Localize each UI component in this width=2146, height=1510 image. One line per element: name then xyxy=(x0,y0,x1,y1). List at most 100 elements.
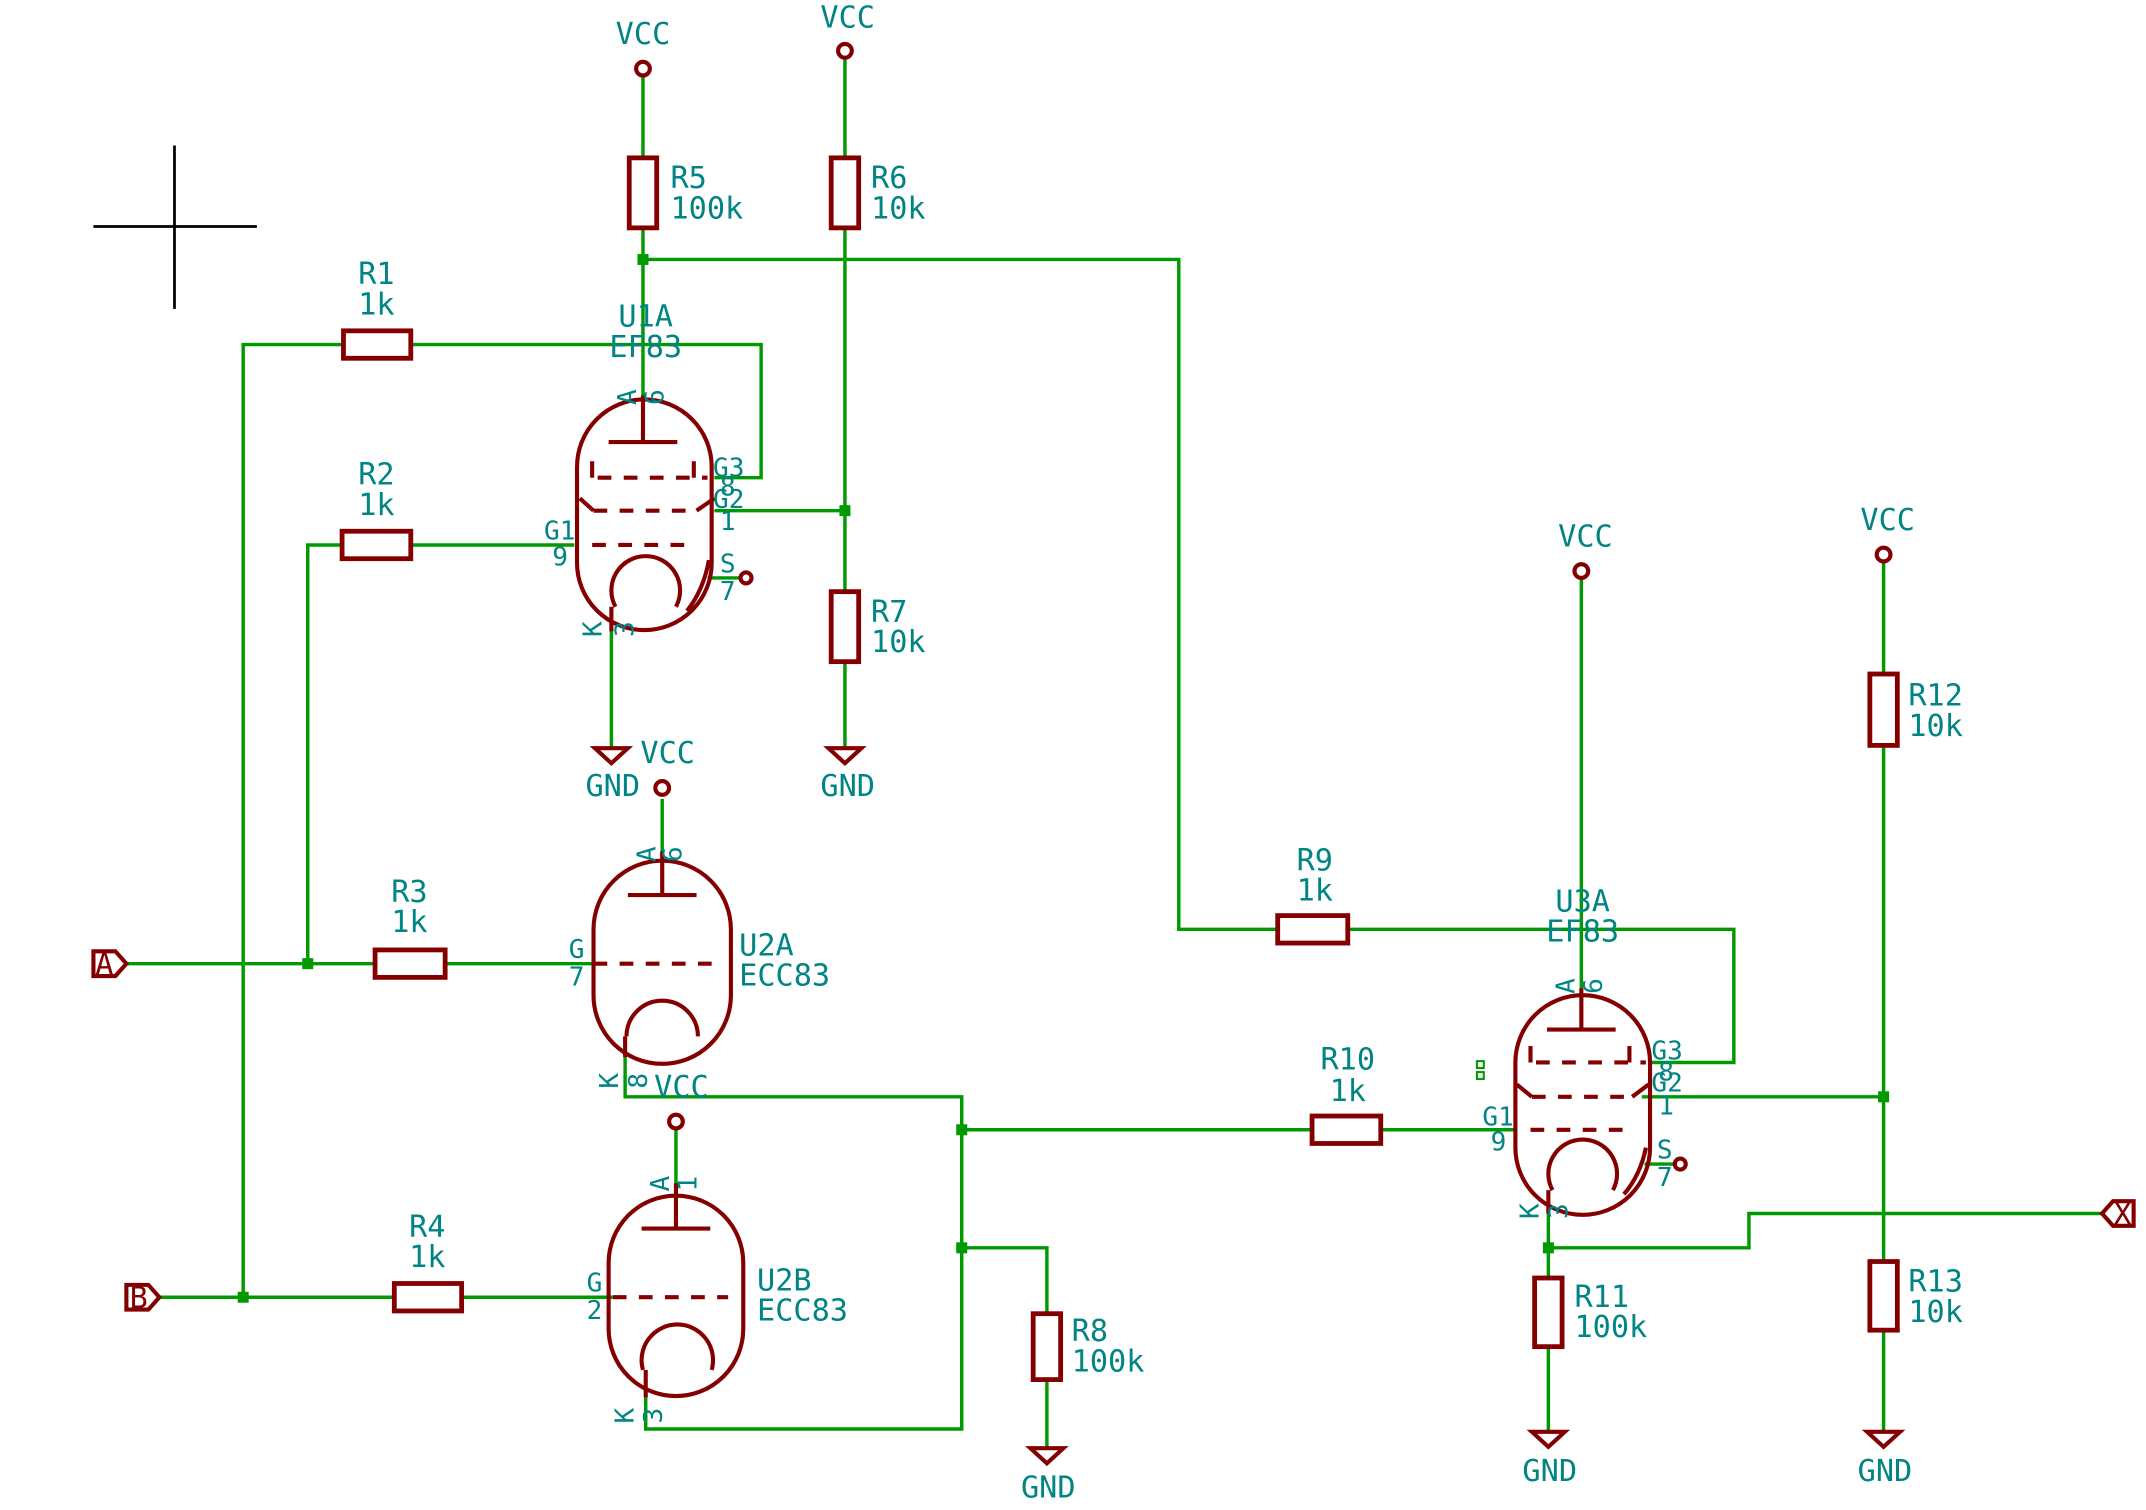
svg-text:R10: R10 xyxy=(1320,1042,1375,1077)
gnd-r7: GND xyxy=(820,746,875,804)
svg-text:7: 7 xyxy=(720,577,736,607)
resistor-r7: R7 10k xyxy=(828,589,926,665)
svg-text:VCC: VCC xyxy=(640,736,695,771)
svg-text:1: 1 xyxy=(1658,1092,1674,1122)
gnd-u1a: GND xyxy=(585,746,640,804)
svg-text:R9: R9 xyxy=(1297,843,1333,878)
svg-text:3: 3 xyxy=(610,621,640,637)
svg-text:GND: GND xyxy=(820,769,875,804)
svg-text:R8: R8 xyxy=(1072,1314,1108,1349)
port-b: B xyxy=(124,1281,163,1316)
svg-text:1k: 1k xyxy=(1330,1074,1366,1109)
svg-text:K: K xyxy=(595,1073,625,1089)
gnd-r8: GND xyxy=(1021,1446,1076,1506)
svg-text:G1: G1 xyxy=(1482,1103,1513,1133)
vcc-u2a: VCC xyxy=(640,736,695,797)
resistor-r11: R11 100k xyxy=(1532,1275,1647,1350)
svg-text:R3: R3 xyxy=(391,875,427,910)
svg-text:1k: 1k xyxy=(358,287,394,322)
svg-text:U2A: U2A xyxy=(739,928,794,963)
svg-text:EF83: EF83 xyxy=(609,330,682,365)
svg-text:6: 6 xyxy=(658,846,688,862)
resistor-r6: R6 10k xyxy=(828,155,926,231)
vcc-r6: VCC xyxy=(820,0,875,60)
cursor-crosshair xyxy=(93,145,257,309)
svg-text:A: A xyxy=(646,1176,676,1192)
svg-text:1k: 1k xyxy=(391,905,427,940)
svg-text:VCC: VCC xyxy=(1860,503,1915,538)
svg-text:VCC: VCC xyxy=(616,17,671,52)
resistor-r5: R5 100k xyxy=(626,155,743,231)
svg-text:VCC: VCC xyxy=(1558,519,1613,554)
svg-text:6: 6 xyxy=(1579,978,1609,994)
gnd-symbols: GND GND GND GND GND xyxy=(585,746,1912,1506)
svg-text:GND: GND xyxy=(1522,1454,1577,1489)
svg-text:EF83: EF83 xyxy=(1546,915,1619,950)
vcc-u2b: VCC xyxy=(654,1070,709,1131)
resistor-r9: R9 1k xyxy=(1275,843,1351,946)
vcc-u3a: VCC xyxy=(1558,519,1613,580)
resistor-r12: R12 10k xyxy=(1867,671,1963,748)
svg-text:10k: 10k xyxy=(1908,1295,1963,1330)
port-x: X xyxy=(2099,1197,2136,1232)
svg-text:3: 3 xyxy=(1545,1203,1575,1219)
svg-text:8: 8 xyxy=(1658,1057,1674,1087)
vcc-r12: VCC xyxy=(1860,503,1915,564)
svg-text:6: 6 xyxy=(641,389,671,405)
svg-text:G: G xyxy=(587,1269,603,1299)
svg-text:ECC83: ECC83 xyxy=(757,1294,848,1329)
svg-text:G2: G2 xyxy=(713,485,744,515)
wires xyxy=(126,57,2103,1449)
svg-text:X: X xyxy=(2114,1197,2132,1232)
svg-text:A: A xyxy=(632,846,662,862)
svg-text:R1: R1 xyxy=(358,257,394,292)
svg-text:7: 7 xyxy=(1657,1163,1673,1193)
svg-text:9: 9 xyxy=(1491,1127,1507,1157)
svg-text:R2: R2 xyxy=(358,458,394,493)
svg-text:G2: G2 xyxy=(1651,1068,1682,1098)
svg-text:B: B xyxy=(130,1281,148,1316)
resistor-r10: R10 1k xyxy=(1309,1042,1384,1146)
vcc-symbols: VCC VCC VCC VCC VCC VCC xyxy=(616,0,1915,1131)
tube-u3a: U3A EF83 A 6 G3 8 G2 1 G1 9 S 7 K 3 xyxy=(1475,885,1688,1219)
resistor-r2: R2 1k xyxy=(339,458,414,562)
tube-u2a: U2A ECC83 G 7 A 6 K 8 xyxy=(569,846,830,1088)
tube-u2b: U2B ECC83 G 2 A 1 K 3 xyxy=(587,1176,848,1424)
svg-text:1: 1 xyxy=(674,1176,704,1192)
svg-text:100k: 100k xyxy=(670,191,743,226)
svg-text:G1: G1 xyxy=(544,516,575,546)
svg-text:8: 8 xyxy=(720,473,736,503)
svg-text:S: S xyxy=(1657,1136,1673,1166)
svg-text:G3: G3 xyxy=(1651,1037,1682,1067)
svg-text:10k: 10k xyxy=(871,625,926,660)
svg-text:2: 2 xyxy=(587,1296,603,1326)
svg-text:U1A: U1A xyxy=(618,300,673,335)
svg-text:GND: GND xyxy=(585,769,640,804)
svg-text:ECC83: ECC83 xyxy=(739,959,830,994)
resistor-r4: R4 1k xyxy=(391,1210,465,1314)
resistor-r3: R3 1k xyxy=(372,875,448,980)
svg-text:R4: R4 xyxy=(409,1210,445,1245)
svg-text:U3A: U3A xyxy=(1555,885,1610,920)
resistor-r1: R1 1k xyxy=(341,257,414,361)
svg-text:1: 1 xyxy=(720,507,736,537)
svg-text:G3: G3 xyxy=(713,453,744,483)
svg-text:VCC: VCC xyxy=(654,1070,709,1105)
svg-text:K: K xyxy=(610,1408,640,1424)
svg-text:8: 8 xyxy=(624,1073,654,1089)
svg-text:G: G xyxy=(569,935,585,965)
junctions xyxy=(237,253,1890,1303)
gnd-r13: GND xyxy=(1858,1429,1912,1489)
svg-text:7: 7 xyxy=(569,963,585,993)
svg-text:R6: R6 xyxy=(871,161,907,196)
tube-u1a: U1A EF83 A 6 G3 8 G2 1 G1 9 S 7 K 3 xyxy=(544,300,754,637)
svg-text:R5: R5 xyxy=(670,161,706,196)
svg-text:1k: 1k xyxy=(409,1240,445,1275)
port-a: A xyxy=(91,948,130,983)
svg-text:GND: GND xyxy=(1021,1471,1076,1506)
svg-text:100k: 100k xyxy=(1574,1310,1647,1345)
svg-text:9: 9 xyxy=(552,543,568,573)
svg-text:10k: 10k xyxy=(871,191,926,226)
svg-text:R12: R12 xyxy=(1908,679,1963,714)
